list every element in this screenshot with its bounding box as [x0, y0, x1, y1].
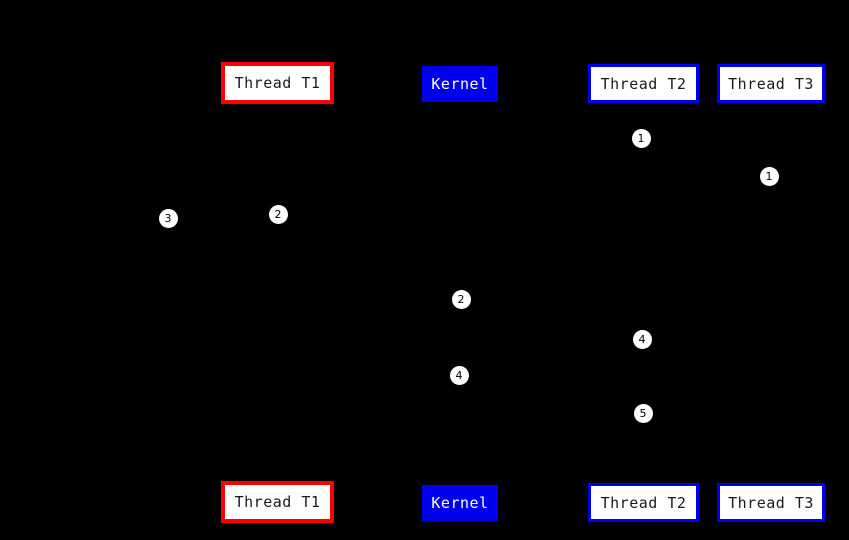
participant-label: Thread T1: [234, 74, 321, 92]
participant-label: Kernel: [431, 494, 489, 512]
participant-box-t3-top[interactable]: Thread T3: [717, 64, 825, 103]
step-marker-m3: 3: [158, 208, 178, 228]
message-arrow-msg-7: [459, 366, 644, 408]
participant-box-t2-bottom[interactable]: Thread T2: [588, 483, 699, 522]
participant-box-kernel-top[interactable]: Kernel: [422, 66, 498, 102]
message-arrow-msg-5: [276, 290, 461, 311]
step-marker-m1: 1: [631, 128, 651, 148]
message-arrow-msg-6: [459, 330, 644, 351]
participant-label: Thread T1: [234, 493, 321, 511]
participant-label: Thread T2: [600, 74, 687, 93]
participant-label: Thread T2: [600, 493, 687, 512]
message-arrow-msg-1: [459, 129, 644, 154]
step-marker-m7: 4: [449, 365, 469, 385]
participant-box-t3-bottom[interactable]: Thread T3: [717, 483, 825, 522]
message-arrows-group: [167, 129, 772, 421]
participant-box-kernel-bottom[interactable]: Kernel: [422, 485, 498, 521]
participant-label: Thread T3: [728, 493, 814, 512]
participant-box-t1-bottom[interactable]: Thread T1: [221, 481, 334, 523]
step-marker-m8: 5: [633, 403, 653, 423]
message-arrow-msg-2: [459, 167, 772, 204]
step-marker-m4: 2: [268, 204, 288, 224]
step-marker-m2: 1: [759, 166, 779, 186]
participant-label: Kernel: [431, 75, 489, 93]
participant-box-t2-top[interactable]: Thread T2: [588, 64, 699, 103]
message-arrow-msg-4: [167, 221, 278, 231]
step-marker-m6: 4: [632, 329, 652, 349]
participant-box-t1-top[interactable]: Thread T1: [221, 62, 334, 104]
participant-label: Thread T3: [728, 74, 814, 93]
message-arrow-msg-3: [276, 205, 461, 226]
lifelines-group: [276, 102, 772, 485]
step-marker-m5: 2: [451, 289, 471, 309]
